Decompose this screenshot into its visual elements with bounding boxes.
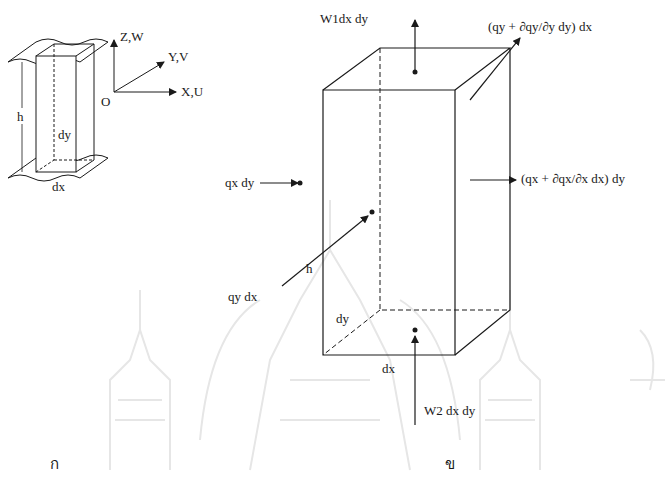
width-label: dx xyxy=(52,180,65,194)
flux-label: qx dy xyxy=(225,176,254,190)
watermark xyxy=(110,200,665,470)
face-dots xyxy=(298,70,418,333)
axis-label: Z,W xyxy=(120,30,143,44)
flux-label: (qy + ∂qy/∂y dy) dx xyxy=(488,20,592,34)
element-box xyxy=(323,48,510,355)
height-label: h xyxy=(17,110,24,124)
origin-label: O xyxy=(101,95,110,109)
flux-label: W1dx dy xyxy=(320,12,368,26)
flux-arrows xyxy=(260,20,520,425)
flux-label: (qx + ∂qx/∂x dx) dy xyxy=(521,172,625,186)
figure-label: ข xyxy=(445,456,455,473)
axis-label: X,U xyxy=(181,85,203,99)
axes xyxy=(114,40,176,92)
width-label: dx xyxy=(382,362,395,376)
axis-label: Y,V xyxy=(168,50,188,64)
flux-label: W2 dx dy xyxy=(424,404,475,418)
height-label: h xyxy=(306,262,313,276)
figure-label: ก xyxy=(50,456,59,473)
width-label: dy xyxy=(336,312,349,326)
width-label: dy xyxy=(58,128,71,142)
flux-label: qy dx xyxy=(228,290,257,304)
column-sketch xyxy=(8,39,108,181)
